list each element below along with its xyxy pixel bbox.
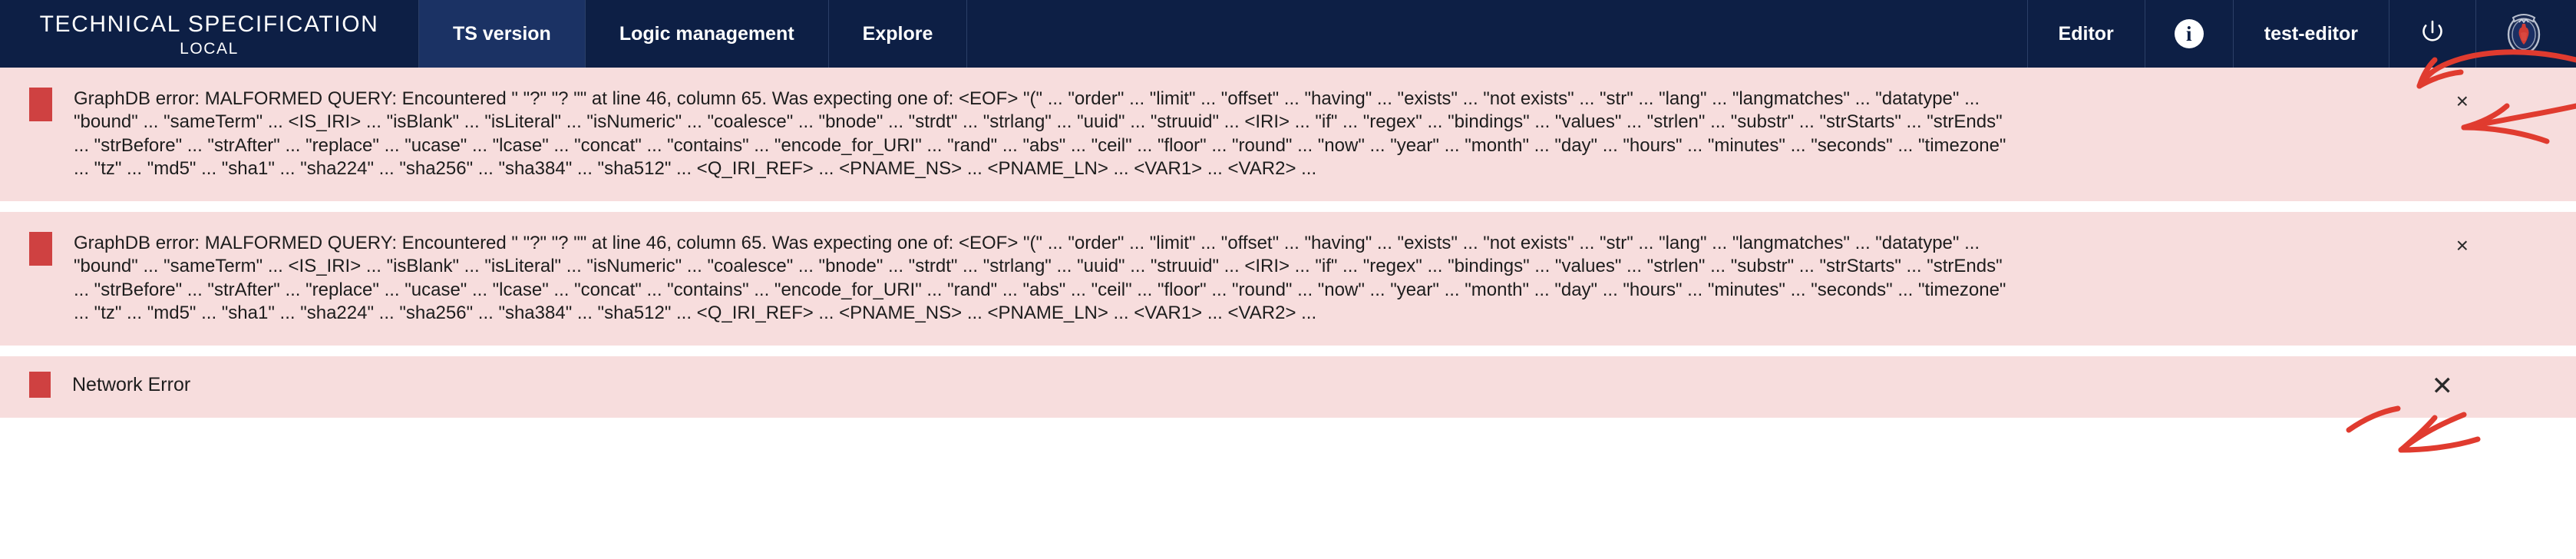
alert-message-line: ... "strBefore" ... "strAfter" ... "repl… [74,279,2006,300]
alert-message-line: Network Error [72,373,191,395]
app-brand: TECHNICAL SPECIFICATION LOCAL [0,0,418,68]
logout-button[interactable] [2389,0,2475,68]
alert-message-line: ... "strBefore" ... "strAfter" ... "repl… [74,134,2006,156]
alert-severity-marker [29,231,52,266]
nav-editor[interactable]: Editor [2026,0,2145,68]
alert-message-line: "bound" ... "sameTerm" ... <IS_IRI> ... … [74,256,2003,277]
alert-close-button[interactable]: × [2455,233,2469,257]
info-button[interactable]: i [2144,0,2233,68]
brand-title: TECHNICAL SPECIFICATION [39,12,379,38]
scania-griffin-logo [2502,8,2545,60]
alert-message: GraphDB error: MALFORMED QUERY: Encounte… [52,232,2576,326]
info-icon: i [2174,19,2204,48]
power-icon [2419,19,2446,48]
alert-message: Network Error [51,372,2576,398]
alert-message-line: ... "tz" ... "md5" ... "sha1" ... "sha22… [74,303,1317,324]
alert-message-line: ... "tz" ... "md5" ... "sha1" ... "sha22… [74,158,1317,180]
alert-close-button[interactable]: ✕ [2431,371,2454,401]
nav-spacer [966,0,2026,68]
alert-severity-marker [29,371,51,398]
nav-user-test-editor[interactable]: test-editor [2232,0,2389,68]
alert-severity-marker [29,88,52,121]
secondary-nav: Editor i test-editor [2026,0,2576,68]
brand-subtitle: LOCAL [180,39,239,58]
alert-message: GraphDB error: MALFORMED QUERY: Encounte… [52,88,2576,181]
alert-close-button[interactable]: × [2455,89,2469,113]
tab-ts-version[interactable]: TS version [418,0,585,68]
primary-nav: TS version Logic management Explore [418,0,966,68]
app-header: TECHNICAL SPECIFICATION LOCAL TS version… [0,0,2576,68]
brand-logo-button[interactable] [2475,0,2576,68]
alert-network-error: Network Error ✕ [0,345,2576,418]
alert-message-line: GraphDB error: MALFORMED QUERY: Encounte… [74,88,1980,109]
alert-graphdb-malformed-query-1: GraphDB error: MALFORMED QUERY: Encounte… [0,68,2576,201]
tab-logic-management[interactable]: Logic management [584,0,828,68]
alert-message-line: GraphDB error: MALFORMED QUERY: Encounte… [74,232,1980,253]
alert-graphdb-malformed-query-2: GraphDB error: MALFORMED QUERY: Encounte… [0,200,2576,346]
alert-message-line: "bound" ... "sameTerm" ... <IS_IRI> ... … [74,111,2003,133]
alert-stack: GraphDB error: MALFORMED QUERY: Encounte… [0,68,2576,418]
tab-explore[interactable]: Explore [827,0,967,68]
